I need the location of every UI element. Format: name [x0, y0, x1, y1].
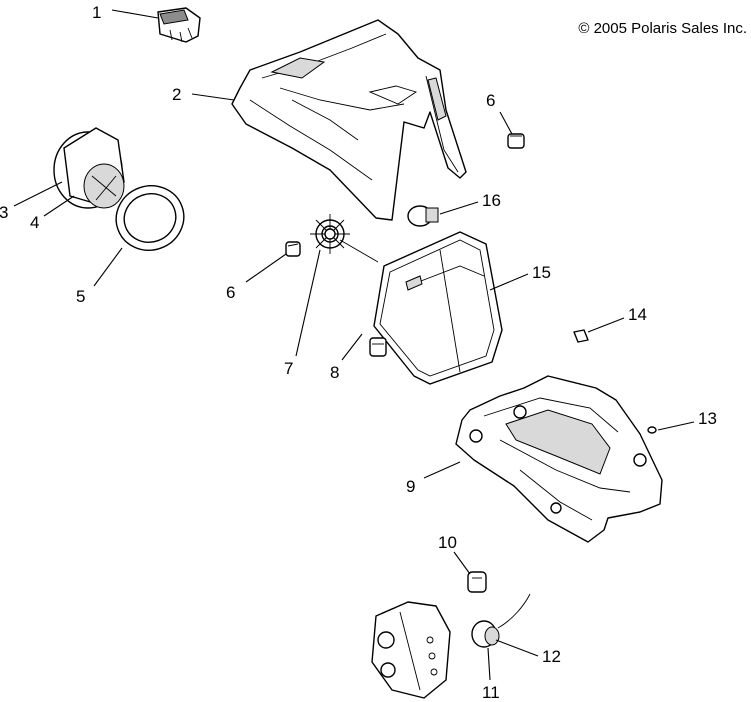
- part-bezel-assembly: [53, 127, 125, 209]
- callout-11: 11: [482, 683, 500, 702]
- copyright-notice: © 2005 Polaris Sales Inc.: [578, 20, 747, 37]
- callout-1: 1: [92, 3, 101, 22]
- part-lower-housing: [455, 375, 663, 543]
- callout-6-upper: 6: [486, 91, 495, 110]
- callout-10: 10: [438, 533, 457, 552]
- callout-7: 7: [284, 359, 293, 378]
- callout-5: 5: [76, 287, 85, 306]
- part-bulb-socket: [471, 593, 531, 648]
- part-switch: [157, 7, 201, 43]
- callout-6-lower: 6: [226, 283, 235, 302]
- callout-13: 13: [698, 409, 717, 428]
- part-fastener: [407, 205, 439, 227]
- part-upper-cover: [231, 19, 467, 221]
- part-bulb-pin: [467, 571, 487, 593]
- callout-8: 8: [330, 363, 339, 382]
- part-adjuster-shaft: [339, 239, 387, 357]
- callout-14: 14: [628, 305, 647, 324]
- part-headlight-housing: [373, 231, 503, 385]
- callout-2: 2: [172, 85, 181, 104]
- part-ring: [115, 185, 185, 251]
- callout-12: 12: [542, 647, 561, 666]
- callout-9: 9: [406, 477, 415, 496]
- leader-lines: [13, 9, 695, 681]
- part-small-ring: [647, 426, 657, 434]
- part-gear: [310, 214, 350, 254]
- part-clip: [573, 329, 589, 343]
- callout-15: 15: [532, 263, 551, 282]
- callout-3: 3: [0, 203, 8, 222]
- part-bracket: [371, 601, 451, 699]
- callout-labels: 1 2 3 4 5 6 6 7 8 9 10 11 12 13 14 15 16: [0, 3, 717, 702]
- callout-4: 4: [30, 213, 39, 232]
- part-screw-upper: [507, 133, 525, 149]
- part-screw-lower: [285, 241, 301, 257]
- callout-16: 16: [482, 191, 501, 210]
